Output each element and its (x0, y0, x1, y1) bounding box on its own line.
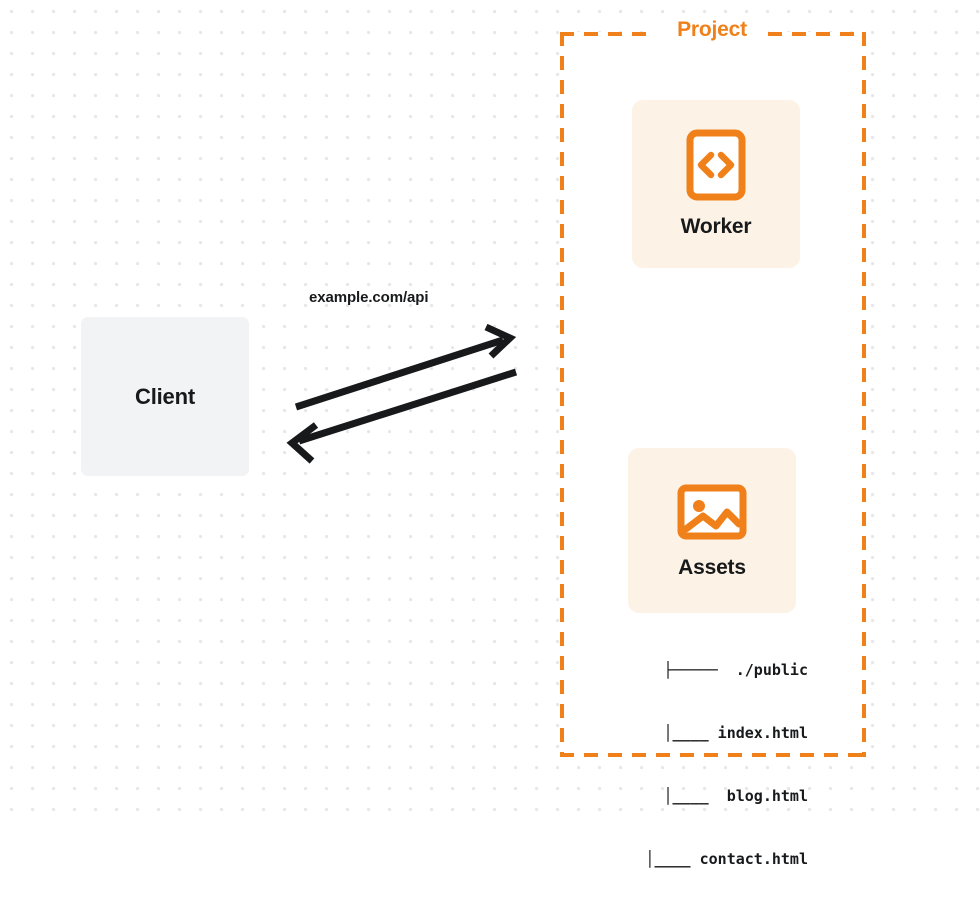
client-label: Client (135, 383, 195, 409)
code-brackets-icon (686, 129, 746, 201)
client-node[interactable]: Client (81, 317, 249, 476)
assets-file-tree: ├───── ./public │____ index.html │____ b… (560, 618, 808, 912)
file-tree-line: ├───── ./public (663, 661, 809, 679)
file-tree-line: │____ index.html (618, 724, 808, 742)
image-icon (677, 482, 747, 542)
project-border-left (560, 32, 564, 757)
file-tree-line: │____ blog.html (618, 787, 808, 805)
service-card-assets[interactable]: Assets (628, 448, 796, 613)
project-title: Project (656, 18, 768, 42)
file-tree-line: │____ contact.html (600, 850, 808, 868)
arrow-inbound-line (297, 368, 518, 445)
connection-label: example.com/api (309, 289, 429, 306)
project-border-top-right (768, 32, 866, 36)
arrow-inbound-head (286, 422, 319, 464)
arrow-outbound-line (294, 336, 505, 411)
arrow-outbound-head (484, 323, 517, 359)
service-card-worker[interactable]: Worker (632, 100, 800, 268)
project-border-bottom (560, 753, 866, 757)
project-border-top-left (560, 32, 658, 36)
service-label-assets: Assets (678, 555, 746, 579)
service-label-worker: Worker (680, 215, 752, 238)
project-border-right (862, 32, 866, 757)
diagram-canvas: Client example.com/api Project Worker (0, 0, 980, 868)
